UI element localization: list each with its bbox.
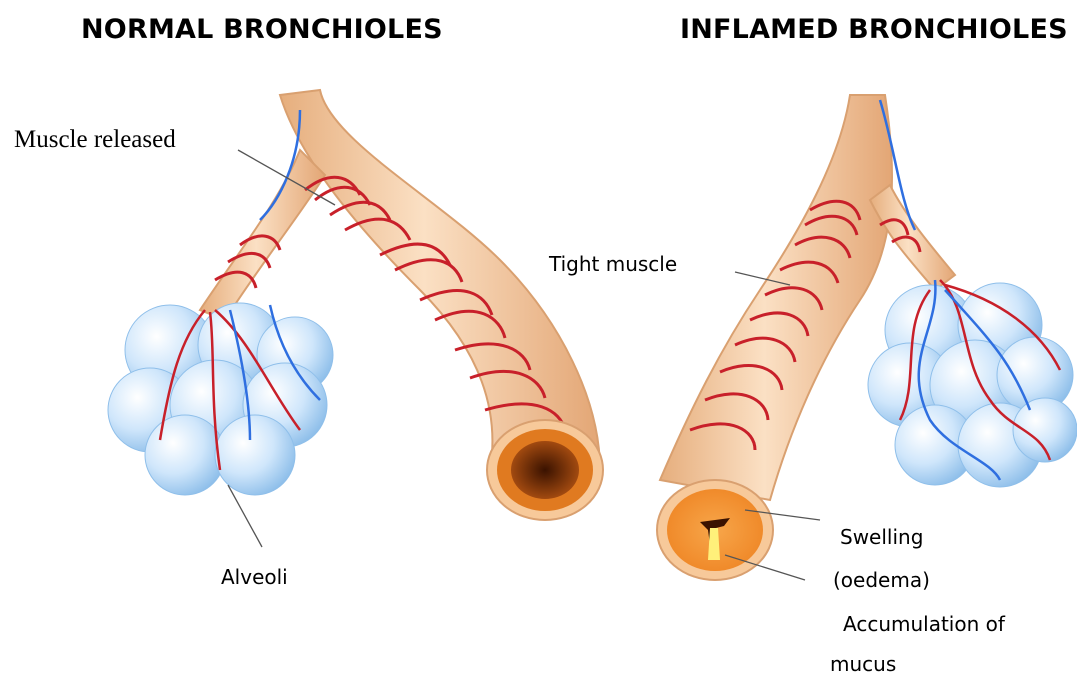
inflamed-main-airway (660, 95, 892, 500)
alveoli-label: Alveoli (221, 565, 288, 589)
tight-muscle-label: Tight muscle (549, 252, 677, 276)
mucus-label: mucus (830, 652, 896, 676)
oedema-label: (oedema) (833, 568, 930, 592)
normal-open-lumen (511, 441, 579, 499)
normal-bronchiole-group (108, 90, 603, 520)
mucus-plug (708, 528, 720, 560)
accumulation-label: Accumulation of (843, 612, 1005, 636)
swelling-label: Swelling (840, 525, 923, 549)
inflamed-bronchiole-group (657, 95, 1077, 580)
muscle-released-label: Muscle released (14, 126, 176, 154)
